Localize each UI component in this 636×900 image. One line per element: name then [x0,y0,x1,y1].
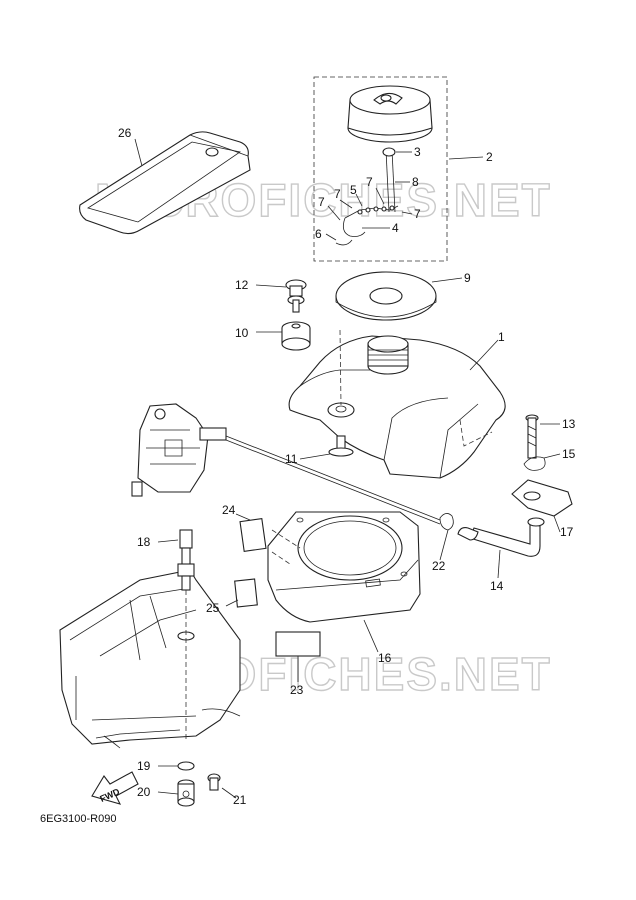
callout-20: 20 [137,785,151,799]
callout-13: 13 [562,417,576,431]
cap-assembly-box-part-2 [313,76,448,262]
sticker-part-25[interactable] [234,578,258,608]
callout-1: 1 [498,330,505,344]
lower-cover [59,569,241,749]
callout-11: 11 [285,452,298,466]
sticker-part-24[interactable] [239,517,267,553]
callout-7d: 7 [414,207,421,221]
fuel-connector-part-18[interactable] [177,529,195,591]
callout-15: 15 [562,447,576,461]
callout-26: 26 [118,126,132,140]
callout-19: 19 [137,759,151,773]
fuel-hose-part-14[interactable] [457,517,545,557]
fuel-tank-part-1[interactable] [288,335,506,479]
callout-10: 10 [235,326,249,340]
callout-12: 12 [235,278,249,292]
callout-5: 5 [350,183,357,197]
o-ring-part-19[interactable] [177,761,195,771]
clip-part-15[interactable] [523,456,546,471]
pouch-part-26[interactable] [79,131,251,235]
callout-23: 23 [290,683,304,697]
fwd-arrow-icon: FWD [91,771,139,805]
callout-7c: 7 [366,175,373,189]
callout-4: 4 [392,221,399,235]
screw-part-13[interactable] [525,414,539,459]
grommet-part-10[interactable] [281,321,311,351]
callout-6: 6 [315,227,322,241]
callout-3: 3 [414,145,421,159]
collar-part-11[interactable] [328,435,354,457]
cap-chain[interactable] [335,205,399,246]
carburetor[interactable] [131,403,227,497]
joint-part-20[interactable] [177,779,195,807]
callout-14: 14 [490,579,504,593]
diagram-code: 6EG3100-R090 [40,813,116,825]
bracket-part-17[interactable] [511,479,573,517]
callout-25: 25 [206,601,220,615]
callout-labels: 1 2 3 4 5 6 7 7 7 7 8 9 10 11 12 13 14 1… [118,126,576,807]
guide-line-grommet [339,329,342,406]
callout-8: 8 [412,175,419,189]
leader-lines [134,138,561,799]
callout-2: 2 [486,150,493,164]
gasket-ring-part-9[interactable] [335,271,437,321]
fuel-line [225,435,441,521]
callout-7a: 7 [334,187,341,201]
callout-7b: 7 [318,195,325,209]
callout-17: 17 [560,525,574,539]
fuel-cap[interactable] [347,85,433,143]
callout-9: 9 [464,271,471,285]
clamp-part-22[interactable] [439,513,454,531]
callout-22: 22 [432,559,446,573]
callout-21: 21 [233,793,247,807]
bolt-part-12[interactable] [285,279,307,313]
cap-strap[interactable] [382,147,396,213]
callout-18: 18 [137,535,151,549]
bolt-part-21[interactable] [207,773,221,791]
callout-16: 16 [378,651,392,665]
sticker-part-23[interactable] [275,631,321,657]
callout-24: 24 [222,503,236,517]
tank-holder-part-16[interactable] [267,511,421,623]
